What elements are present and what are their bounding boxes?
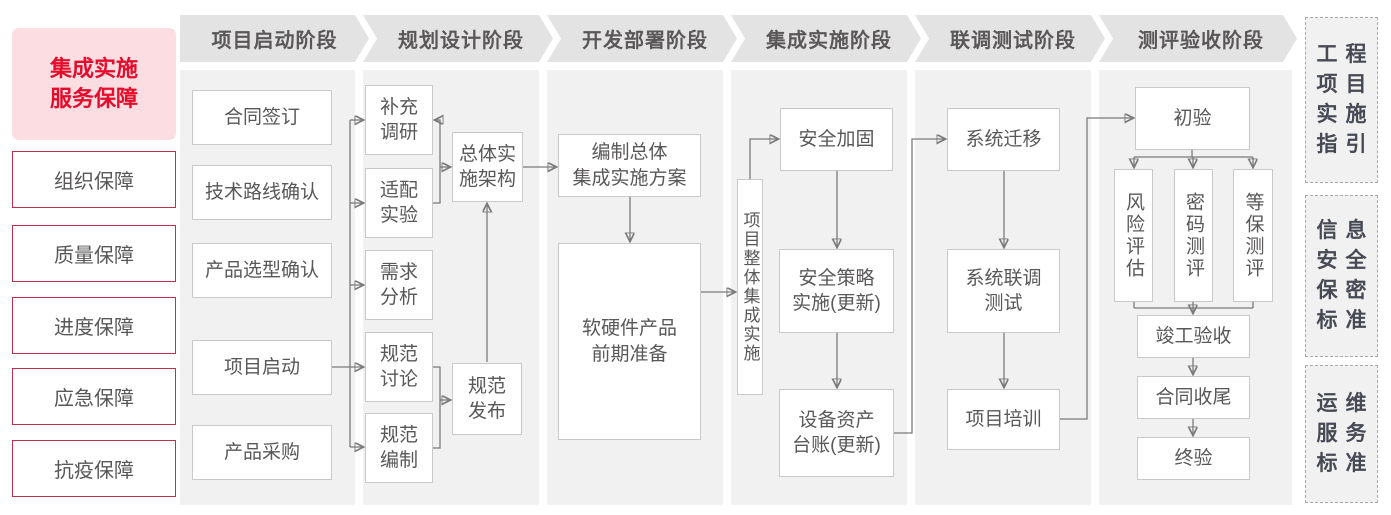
node-spec-discussion: 规范 讨论 [365,332,433,402]
node-contract-closure: 合同收尾 [1137,376,1250,419]
node-tech-route-confirm: 技术路线确认 [192,165,332,220]
node-spec-release: 规范 发布 [452,363,522,435]
sidebar-item-epidemic-guarantee: 抗疫保障 [12,440,176,497]
node-hw-sw-preparation: 软硬件产品 前期准备 [558,243,701,440]
banner-dev-deploy-phase: 开发部署阶段 [547,15,737,62]
banner-integration-phase: 集成实施阶段 [731,15,921,62]
node-risk-assessment: 风险评估 [1114,169,1153,302]
node-contract-signing: 合同签订 [192,90,332,145]
sidebar-item-organization-guarantee: 组织保障 [12,151,176,208]
node-system-joint-testing: 系统联调 测试 [947,249,1060,333]
node-project-overall-integration: 项目整体集成实施 [737,179,763,395]
standard-project-implementation-guideline: 工程 项目 实施 指引 [1305,17,1378,183]
node-product-selection-confirm: 产品选型确认 [192,243,332,298]
node-spec-drafting: 规范 编制 [365,413,433,483]
node-supplementary-research: 补充 调研 [365,85,433,155]
node-asset-ledger-update: 设备资产 台账(更新) [779,389,894,477]
node-final-acceptance: 终验 [1137,437,1250,480]
node-requirement-analysis: 需求 分析 [365,250,433,320]
node-project-kickoff: 项目启动 [192,340,332,395]
node-security-hardening: 安全加固 [780,108,893,171]
standard-ops-service: 运维 服务 标准 [1305,365,1378,503]
node-system-migration: 系统迁移 [947,108,1060,171]
sidebar-item-emergency-guarantee: 应急保障 [12,368,176,425]
node-adaptation-experiment: 适配 实验 [365,168,433,238]
banner-planning-design-phase: 规划设计阶段 [363,15,553,62]
banner-acceptance-phase: 测评验收阶段 [1099,15,1297,62]
node-crypto-evaluation: 密码测评 [1174,169,1213,302]
node-overall-integration-plan: 编制总体 集成实施方案 [558,134,701,197]
node-product-procurement: 产品采购 [192,425,332,480]
banner-project-kickoff-phase: 项目启动阶段 [180,15,369,62]
node-classified-protection-evaluation: 等保测评 [1233,169,1273,302]
node-initial-acceptance: 初验 [1135,87,1250,150]
sidebar-item-schedule-guarantee: 进度保障 [12,297,176,354]
node-overall-implementation-architecture: 总体实 施架构 [452,132,523,202]
node-project-training: 项目培训 [947,389,1060,450]
standard-infosec-confidentiality: 信息 安全 保密 标准 [1305,195,1378,357]
sidebar-title-card: 集成实施 服务保障 [12,28,176,140]
node-security-policy-implementation: 安全策略 实施(更新) [779,249,894,333]
sidebar-item-quality-guarantee: 质量保障 [12,225,176,282]
banner-joint-test-phase: 联调测试阶段 [915,15,1105,62]
node-completion-acceptance: 竣工验收 [1137,315,1250,358]
